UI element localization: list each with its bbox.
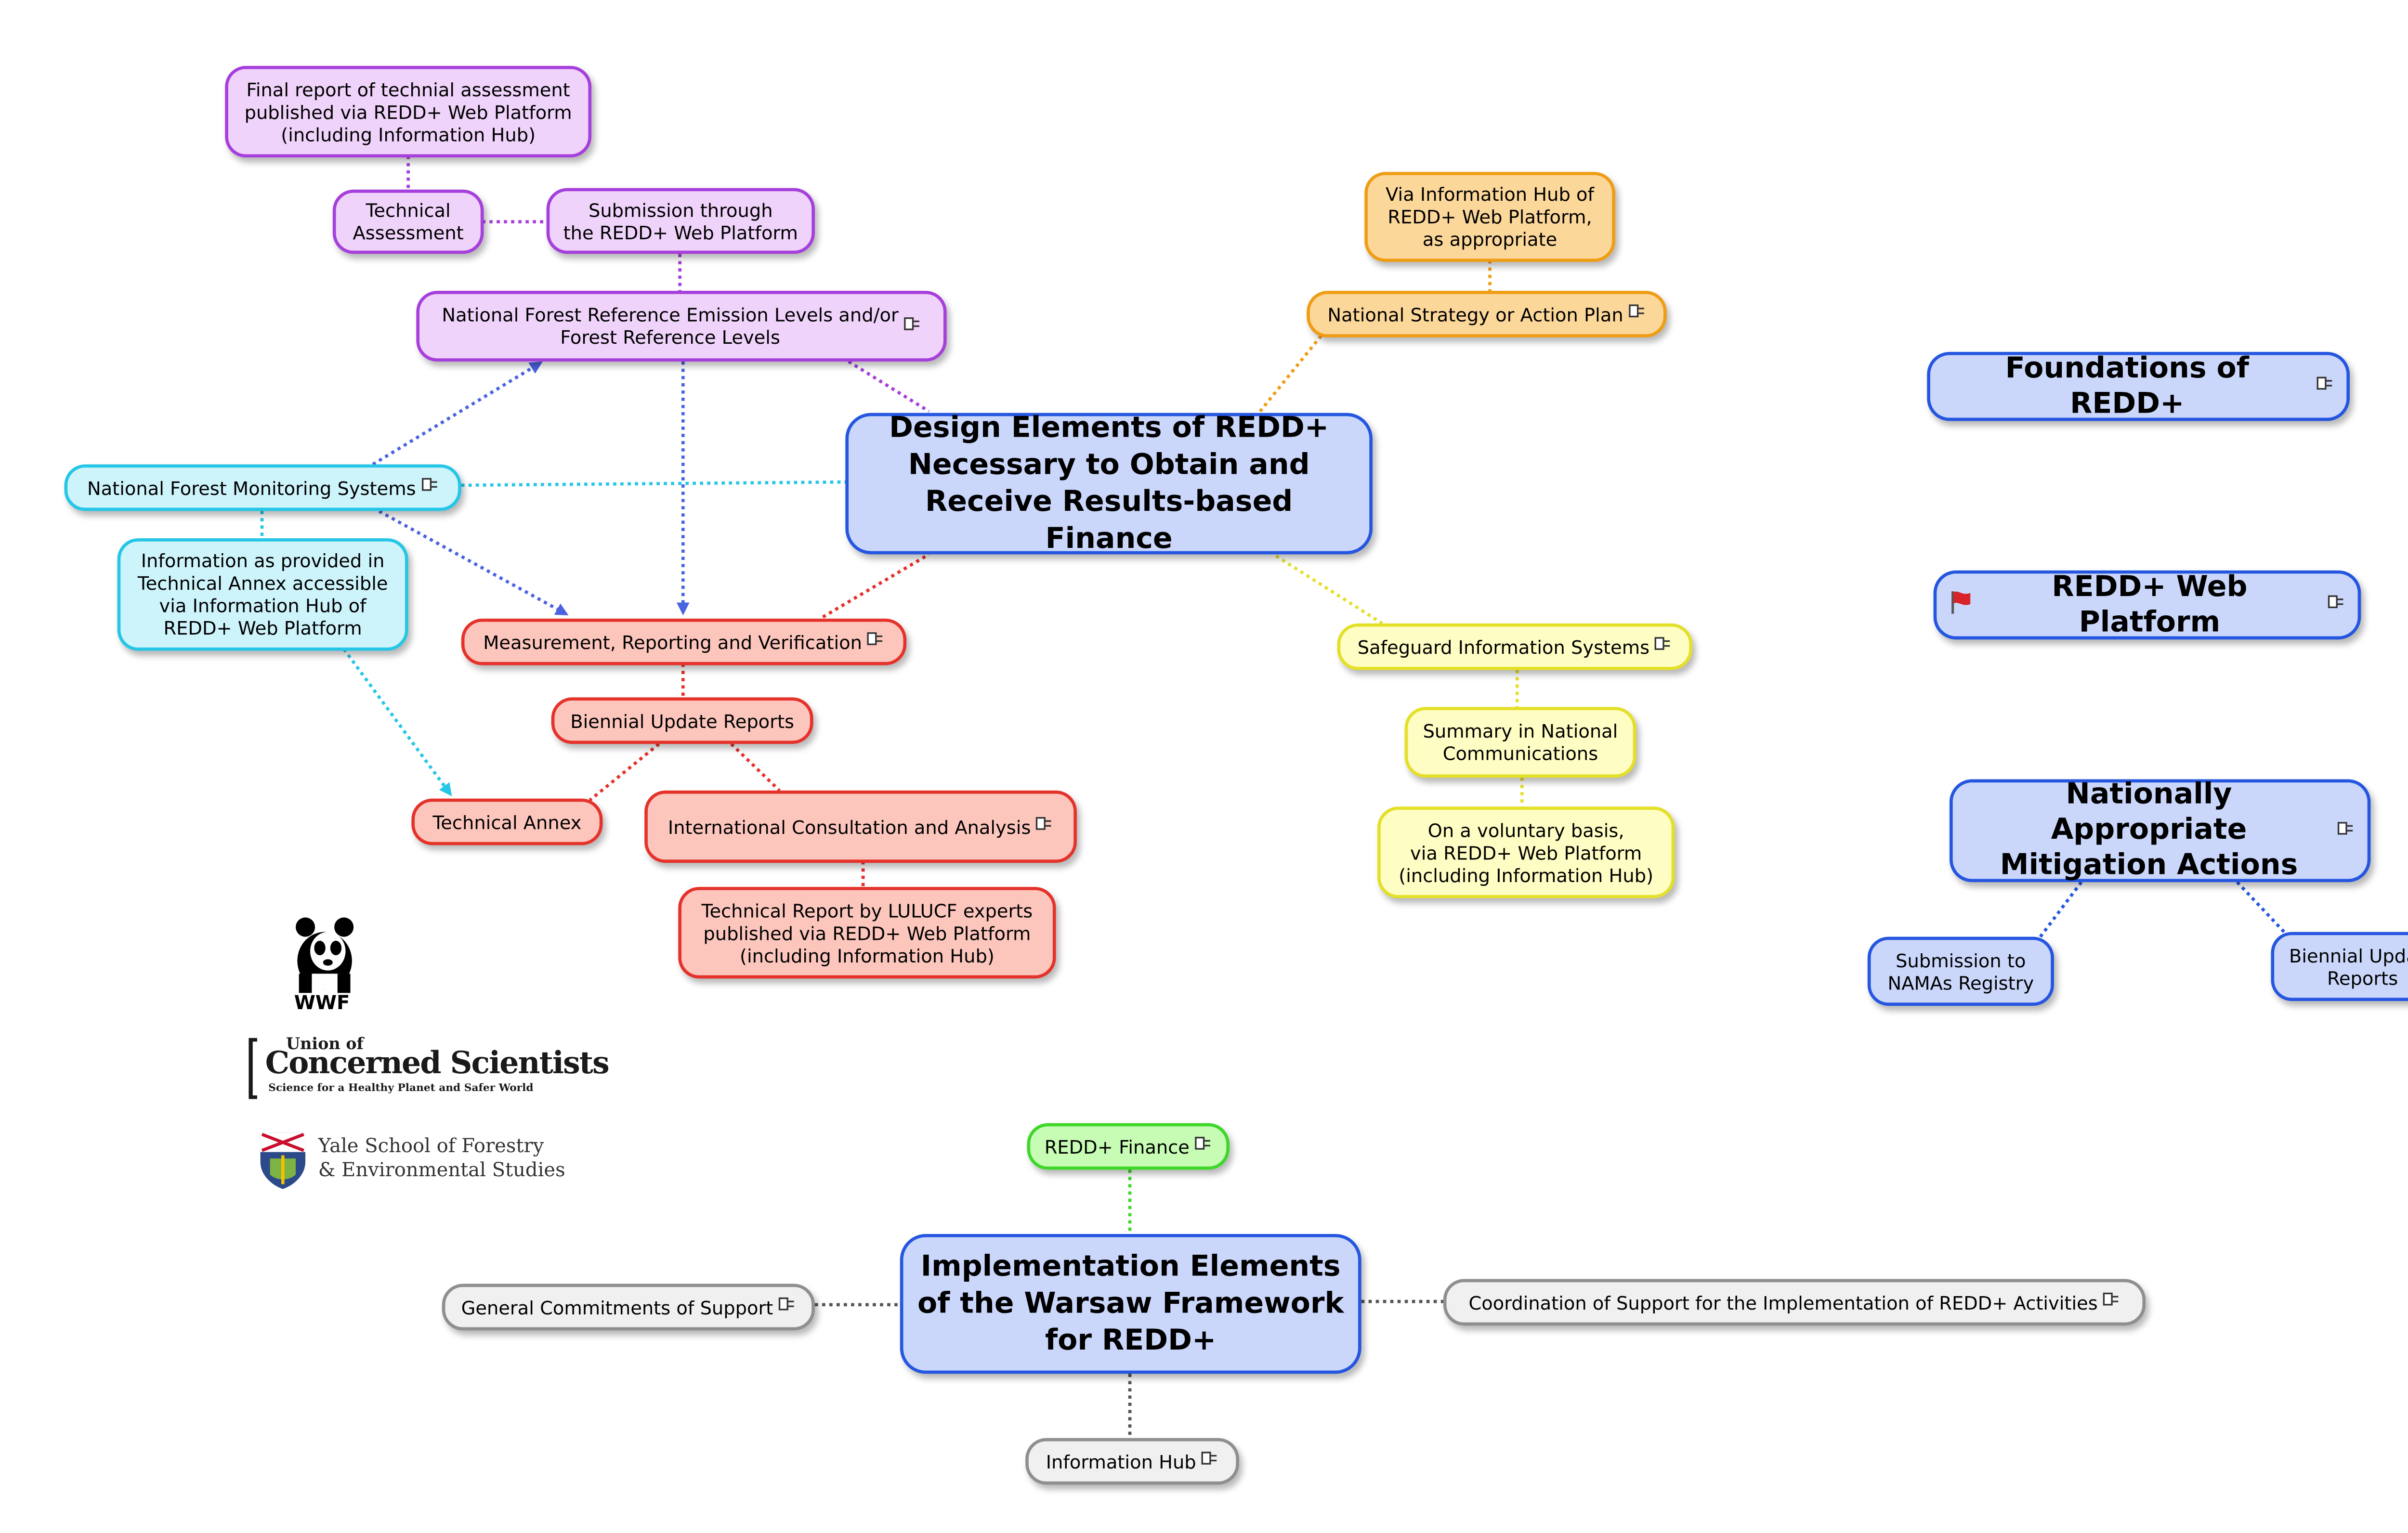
node-ica[interactable]: International Consultation and Analysis (644, 790, 1077, 863)
node-sis-label: Safeguard Information Systems (1357, 635, 1650, 658)
node-final-report[interactable]: Final report of technial assessment publ… (225, 65, 592, 158)
note-icon[interactable] (1628, 304, 1646, 322)
node-info-annex-label: Information as provided in Technical Ann… (137, 549, 388, 640)
node-lulucf-label: Technical Report by LULUCF experts publi… (701, 899, 1033, 967)
node-voluntary[interactable]: On a voluntary basis, via REDD+ Web Plat… (1377, 806, 1675, 898)
node-summary-nc[interactable]: Summary in National Communications (1404, 707, 1636, 778)
node-redd-finance[interactable]: REDD+ Finance (1027, 1123, 1230, 1170)
node-info-annex[interactable]: Information as provided in Technical Ann… (117, 538, 408, 651)
node-implementation-elements[interactable]: Implementation Elements of the Warsaw Fr… (900, 1234, 1361, 1374)
yale-logo-line1: Yale School of Forestry (318, 1134, 544, 1157)
note-icon[interactable] (421, 477, 439, 495)
note-icon[interactable] (778, 1297, 796, 1314)
node-foundations[interactable]: Foundations of REDD+ (1927, 351, 2350, 421)
note-icon[interactable] (903, 316, 921, 334)
wwf-logo-text: WWF (294, 991, 350, 1014)
note-icon[interactable] (1035, 816, 1053, 834)
node-summary-nc-label: Summary in National Communications (1423, 720, 1618, 765)
node-general-commitments-label: General Commitments of Support (461, 1296, 773, 1319)
node-mrv[interactable]: Measurement, Reporting and Verification (461, 618, 907, 665)
node-bur-namas[interactable]: Biennial Update Reports (2271, 932, 2408, 1001)
node-national-strategy-label: National Strategy or Action Plan (1327, 303, 1623, 325)
node-sis[interactable]: Safeguard Information Systems (1337, 623, 1693, 670)
node-nfms-label: National Forest Monitoring Systems (87, 476, 416, 499)
node-general-commitments[interactable]: General Commitments of Support (442, 1284, 815, 1331)
note-icon[interactable] (1201, 1451, 1219, 1468)
node-technical-assessment[interactable]: Technical Assessment (332, 189, 484, 254)
node-nfrel-label: National Forest Reference Emission Level… (442, 303, 899, 349)
yale-logo-text: Yale School of Forestry & Environmental … (318, 1134, 565, 1182)
ucs-bracket-icon (249, 1038, 257, 1099)
yale-shield-icon (260, 1132, 306, 1189)
node-voluntary-label: On a voluntary basis, via REDD+ Web Plat… (1399, 818, 1654, 886)
link-strategy-design (1258, 335, 1322, 413)
note-icon[interactable] (2337, 820, 2355, 838)
node-technical-assessment-label: Technical Assessment (353, 199, 464, 245)
node-bur-label: Biennial Update Reports (570, 709, 794, 732)
note-icon[interactable] (867, 632, 885, 650)
node-nfms[interactable]: National Forest Monitoring Systems (64, 464, 461, 511)
node-namas[interactable]: Nationally Appropriate Mitigation Action… (1950, 778, 2371, 883)
node-bur[interactable]: Biennial Update Reports (551, 697, 813, 744)
node-foundations-label: Foundations of REDD+ (2005, 351, 2249, 420)
node-submission-label: Submission through the REDD+ Web Platfor… (563, 198, 798, 244)
arrow-nfms-mrv (372, 506, 569, 616)
ucs-logo-tagline: Science for a Healthy Planet and Safer W… (268, 1081, 534, 1094)
node-design-elements[interactable]: Design Elements of REDD+ Necessary to Ob… (845, 411, 1373, 556)
link-mrv-design (822, 553, 930, 619)
note-icon[interactable] (1654, 637, 1672, 654)
note-icon[interactable] (2103, 1292, 2120, 1310)
link-namas-registry (2036, 881, 2083, 941)
node-information-hub[interactable]: Information Hub (1025, 1438, 1239, 1485)
node-coordination-label: Coordination of Support for the Implemen… (1468, 1291, 2098, 1314)
link-nfms-design (461, 480, 847, 487)
node-redd-finance-label: REDD+ Finance (1044, 1135, 1190, 1158)
node-ica-label: International Consultation and Analysis (667, 815, 1031, 838)
node-mrv-label: Measurement, Reporting and Verification (483, 630, 862, 653)
link-bur-ica (730, 742, 781, 792)
node-namas-label: Nationally Appropriate Mitigation Action… (2000, 778, 2298, 883)
node-information-hub-label: Information Hub (1046, 1450, 1196, 1473)
red-flag-icon (1951, 590, 1971, 613)
ucs-logo-line2: Concerned Scientists (265, 1046, 610, 1081)
link-design-sis (1275, 554, 1383, 625)
node-implementation-label: Implementation Elements of the Warsaw Fr… (917, 1250, 1344, 1358)
node-via-hub-label: Via Information Hub of REDD+ Web Platfor… (1386, 183, 1595, 251)
link-bur-technical-annex (589, 742, 660, 802)
note-icon[interactable] (1194, 1136, 1212, 1154)
note-icon[interactable] (2327, 595, 2345, 612)
node-national-strategy[interactable]: National Strategy or Action Plan (1307, 291, 1667, 338)
arrow-nfms-nfrel (372, 361, 543, 466)
node-namas-registry[interactable]: Submission to NAMAs Registry (1867, 936, 2054, 1006)
node-bur-namas-label: Biennial Update Reports (2289, 944, 2408, 989)
link-nfrel-design (848, 360, 930, 413)
arrow-info-annex-technical-annex (342, 648, 452, 796)
node-technical-annex[interactable]: Technical Annex (411, 798, 603, 845)
node-nfrel[interactable]: National Forest Reference Emission Level… (416, 291, 947, 362)
node-submission-web-platform[interactable]: Submission through the REDD+ Web Platfor… (546, 188, 815, 254)
node-technical-annex-label: Technical Annex (432, 810, 582, 833)
node-web-platform-label: REDD+ Web Platform (2052, 570, 2248, 639)
node-namas-registry-label: Submission to NAMAs Registry (1887, 948, 2034, 994)
node-coordination[interactable]: Coordination of Support for the Implemen… (1443, 1279, 2146, 1326)
ucs-logo-line1: Union of (286, 1036, 364, 1054)
node-via-information-hub[interactable]: Via Information Hub of REDD+ Web Platfor… (1364, 172, 1615, 262)
yale-logo-line2: & Environmental Studies (318, 1158, 565, 1181)
link-namas-bur (2236, 881, 2290, 938)
node-lulucf-report[interactable]: Technical Report by LULUCF experts publi… (678, 887, 1056, 979)
node-final-report-label: Final report of technial assessment publ… (244, 78, 572, 146)
wwf-panda-logo-icon (296, 917, 354, 993)
node-web-platform[interactable]: REDD+ Web Platform (1933, 570, 2361, 640)
note-icon[interactable] (2316, 376, 2334, 394)
node-design-elements-label: Design Elements of REDD+ Necessary to Ob… (889, 411, 1329, 556)
